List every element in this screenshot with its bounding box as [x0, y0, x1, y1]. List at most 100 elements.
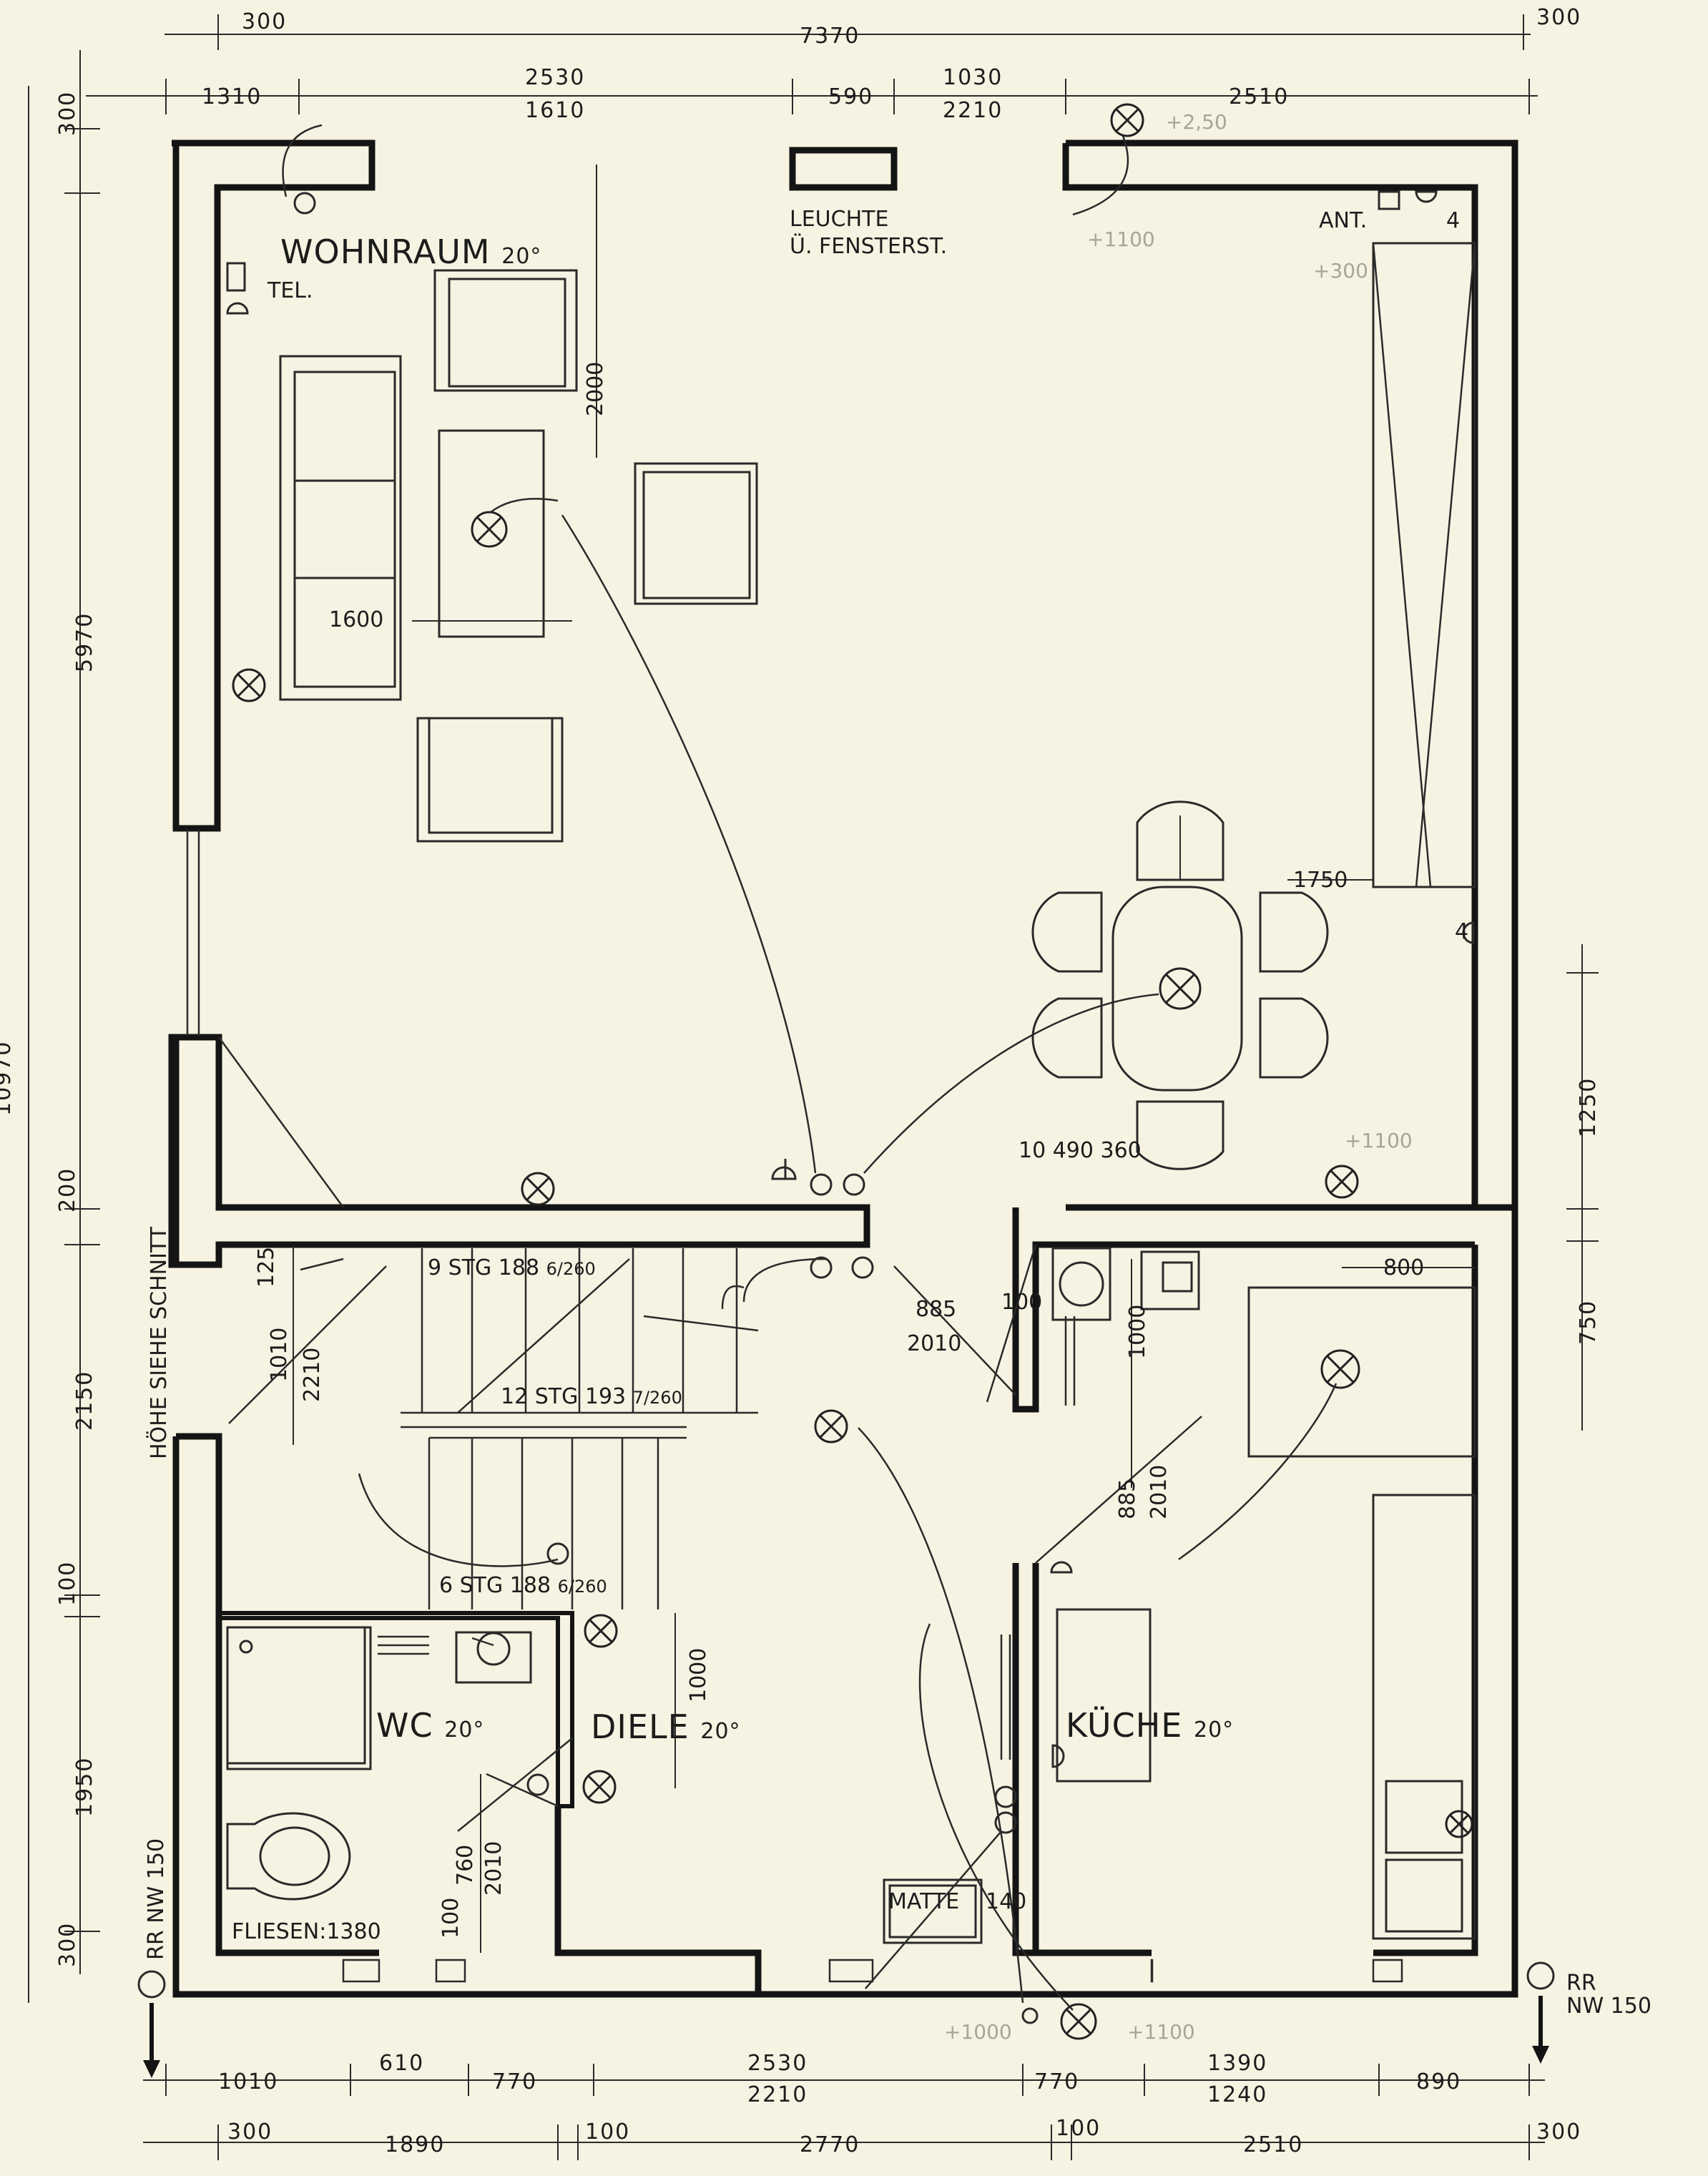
room-wc: WC 20° [376, 1706, 484, 1745]
room-wohnraum: WOHNRAUM 20° [280, 232, 541, 271]
dim-top-1030: 1030 [943, 65, 1003, 90]
dim-top-1610: 1610 [525, 98, 585, 123]
dim-door-100: 100 [1001, 1290, 1042, 1315]
dim-door-2010-a: 2010 [907, 1331, 961, 1356]
dim-door-885-b: 885 [1115, 1479, 1140, 1519]
dim-wohn-2000: 2000 [583, 362, 608, 416]
label-rr-right-1: RR [1566, 1971, 1596, 1996]
label-rr-right-2: NW 150 [1566, 1994, 1651, 2019]
label-socket-4: 4 [1455, 919, 1468, 944]
dim-bottom2-300-left: 300 [227, 2119, 273, 2145]
annotations: LEUCHTE Ü. FENSTERST. TEL. ANT. 4 4 HÖHE… [144, 207, 1651, 2019]
pencil-note-3: +1100 [1087, 227, 1155, 251]
dim-door-885-a: 885 [916, 1297, 956, 1322]
dim-wohn-1600: 1600 [329, 607, 383, 632]
label-fensterst: Ü. FENSTERST. [790, 233, 947, 259]
dim-wc-1000: 1000 [686, 1648, 711, 1702]
stair-label-6: 6 STG 188 6/260 [439, 1573, 607, 1598]
lamp-dining [1159, 967, 1202, 1010]
dim-wc-100: 100 [438, 1898, 463, 1939]
dim-matte-140: 140 [986, 1889, 1026, 1914]
label-tel: TEL. [267, 278, 313, 303]
dim-top-2530: 2530 [525, 65, 585, 90]
dim-top-1310: 1310 [202, 84, 262, 109]
dim-right-1250: 1250 [1576, 1077, 1601, 1137]
dim-left-1950: 1950 [72, 1757, 97, 1817]
dim-bottom2-2510: 2510 [1243, 2132, 1303, 2157]
dim-bottom-2530: 2530 [747, 2051, 808, 2076]
dim-wc-2010: 2010 [481, 1841, 506, 1896]
dim-top-300-left: 300 [242, 9, 287, 34]
lamp-wc [584, 1614, 618, 1648]
lamp-entry-top [1110, 103, 1144, 137]
dim-top-300-right: 300 [1536, 5, 1581, 30]
dim-bottom2-1890: 1890 [385, 2132, 445, 2157]
dim-left-2150: 2150 [72, 1371, 97, 1431]
dim-stair-2210: 2210 [300, 1348, 325, 1402]
dim-bottom2-2770: 2770 [800, 2132, 860, 2157]
dim-bottom2-100-left: 100 [585, 2119, 630, 2145]
dim-door-2010-b: 2010 [1147, 1465, 1172, 1519]
dim-left-100: 100 [55, 1561, 80, 1606]
dim-left-5970: 5970 [72, 612, 97, 672]
dim-kueche-1000: 1000 [1125, 1305, 1150, 1359]
label-ant: ANT. [1319, 208, 1367, 233]
dim-bottom2-100-right: 100 [1056, 2116, 1101, 2141]
lamp-diele [814, 1409, 848, 1444]
label-matte: MATTE [888, 1889, 959, 1914]
label-rr-left: RR NW 150 [144, 1838, 169, 1960]
room-kueche: KÜCHE 20° [1066, 1706, 1234, 1745]
dim-left-overall: 10970 [0, 1041, 16, 1116]
dimension-lines [28, 14, 1599, 2160]
pencil-note-4: +1100 [1345, 1129, 1413, 1152]
dim-top-2510: 2510 [1229, 84, 1289, 109]
dim-bottom-2210: 2210 [747, 2082, 808, 2107]
pencil-note-1: +2,50 [1166, 110, 1227, 134]
dim-bottom-1390: 1390 [1207, 2051, 1267, 2076]
lamp-wohn-wall [232, 668, 266, 702]
label-ant-4: 4 [1446, 208, 1460, 233]
pencil-note-5: +1000 [944, 2020, 1012, 2044]
dim-bottom-770-right: 770 [1034, 2069, 1079, 2094]
dim-wc-760: 760 [453, 1845, 478, 1886]
dim-left-300-top: 300 [55, 91, 80, 136]
dim-dining-1750: 1750 [1293, 868, 1348, 893]
dim-stair-125: 125 [254, 1247, 279, 1288]
dim-top-2210: 2210 [943, 98, 1003, 123]
dimension-texts: 300 7370 300 1310 2530 1610 590 1030 221… [0, 5, 1601, 2157]
dim-left-200: 200 [55, 1167, 80, 1212]
light-fixtures [232, 103, 1473, 2040]
dim-top-590: 590 [828, 84, 873, 109]
label-hoehe-schnitt: HÖHE SIEHE SCHNITT [146, 1226, 172, 1459]
switches-and-wiring [137, 124, 1555, 2078]
stair-label-9: 9 STG 188 6/260 [428, 1255, 596, 1280]
lamp-wohn-bottom-right [1325, 1165, 1359, 1199]
pencil-note-2: +300 [1313, 259, 1368, 283]
dim-bottom2-300-right: 300 [1536, 2119, 1581, 2145]
lamp-outside [1060, 2003, 1097, 2040]
lamp-kueche-sink [1445, 1810, 1473, 1838]
label-leuchte: LEUCHTE [790, 207, 888, 232]
room-diele: DIELE 20° [591, 1707, 741, 1746]
pencil-note-6: +1100 [1127, 2020, 1195, 2044]
interior-dimensions: 2000 1600 1750 10 490 360 800 1000 885 2… [254, 165, 1475, 1953]
dim-bottom-890: 890 [1416, 2069, 1461, 2094]
label-fliesen: FLIESEN:1380 [232, 1919, 381, 1944]
dim-dining-row: 10 490 360 [1019, 1138, 1142, 1163]
dim-bottom-1240: 1240 [1207, 2082, 1267, 2107]
furniture [226, 242, 1476, 1944]
lamp-wohnraum [471, 511, 508, 548]
lamp-kueche [1320, 1349, 1360, 1389]
pencil-notes: +2,50 +300 +1100 +1100 +1000 +1100 [944, 110, 1413, 2044]
dim-right-750: 750 [1576, 1300, 1601, 1345]
dim-kueche-800: 800 [1383, 1255, 1424, 1280]
dim-bottom-770-left: 770 [492, 2069, 537, 2094]
stair-label-12: 12 STG 193 7/260 [501, 1384, 682, 1409]
staircase: 9 STG 188 6/260 12 STG 193 7/260 6 STG 1… [228, 1248, 759, 1609]
lamp-diele-lower [582, 1770, 617, 1804]
dim-stair-1010: 1010 [267, 1328, 292, 1382]
dim-left-300-bottom: 300 [55, 1922, 80, 1967]
room-labels: WOHNRAUM 20° WC 20° DIELE 20° KÜCHE 20° [280, 232, 1234, 1746]
lamp-wohn-bottom [521, 1172, 555, 1206]
